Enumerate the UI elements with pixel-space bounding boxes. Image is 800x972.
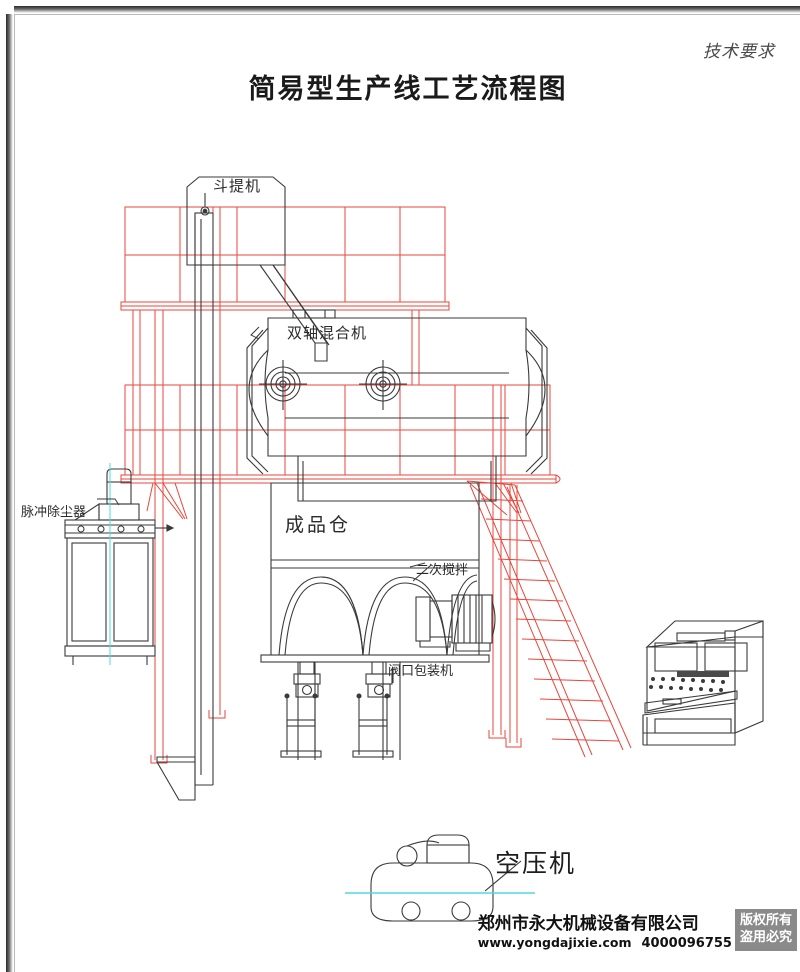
frame-shadow-left [6,14,13,972]
label-air-compressor: 空压机 [495,849,577,878]
watermark-url: www.yongdajixie.com [477,935,632,950]
watermark-company-name: 郑州市永大机械设备有限公司 [477,914,699,934]
drawing-canvas: 简易型生产线工艺流程图 技术要求 斗提机 双轴混合机 脉冲除尘器 成品仓 二次搅… [14,14,800,972]
mixer-leader [250,326,260,340]
watermark-text-block: 郑州市永大机械设备有限公司 www.yongdajixie.com 400009… [478,909,732,951]
secondary-mixing-leader [409,562,426,568]
frame-shadow-top [14,6,800,13]
steel-platform-frame [120,206,561,764]
dust-collector-leader [97,498,120,506]
label-finished-product-silo: 成品仓 [285,514,352,536]
tech-requirements-note: 技术要求 [703,42,775,62]
bucket-elevator [156,176,330,801]
copyright-badge-line2: 盗用必究 [739,929,792,945]
valve-bag-packer [280,661,401,760]
label-secondary-mixing: 二次搅拌 [416,563,469,578]
access-stairs [466,480,632,758]
pulse-dust-collector [64,468,175,665]
copyright-badge: 版权所有 盗用必究 [734,909,797,951]
watermark-phone: 4000096755 [641,936,732,951]
label-twin-shaft-mixer: 双轴混合机 [287,324,368,342]
label-bucket-elevator: 斗提机 [213,177,262,195]
company-watermark: 郑州市永大机械设备有限公司 www.yongdajixie.com 400009… [478,909,797,951]
secondary-mixer [278,564,496,656]
twin-shaft-mixer [246,309,548,502]
control-console [642,620,764,746]
label-valve-bag-packing-machine: 阀口包装机 [388,664,454,679]
process-flow-drawing [64,176,764,922]
copyright-badge-line1: 版权所有 [739,913,792,929]
label-pulse-dust-collector: 脉冲除尘器 [21,505,87,520]
air-compressor [370,834,522,922]
watermark-contact-line: www.yongdajixie.com 4000096755 [478,935,732,951]
page-title: 简易型生产线工艺流程图 [248,74,568,105]
